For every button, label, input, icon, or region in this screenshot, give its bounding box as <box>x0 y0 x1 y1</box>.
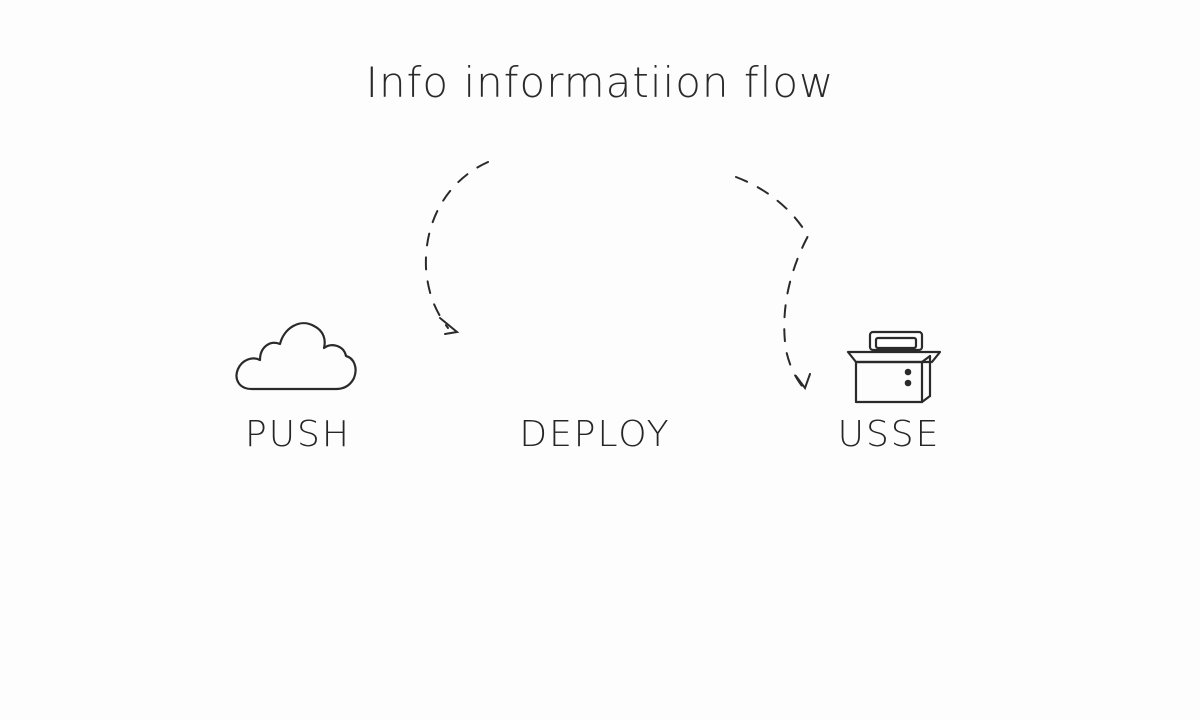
node-label-deploy: DEPLOY <box>519 414 671 455</box>
diagram-title: Info informatiion flow <box>365 58 835 107</box>
node-label-use: USSE <box>837 414 941 455</box>
toolbox-icon <box>846 330 942 404</box>
cloud-icon <box>235 322 357 391</box>
node-label-push: PUSH <box>245 414 351 455</box>
flow-arrow-deploy-use <box>735 176 811 391</box>
flow-arrow-push-deploy <box>424 161 489 335</box>
